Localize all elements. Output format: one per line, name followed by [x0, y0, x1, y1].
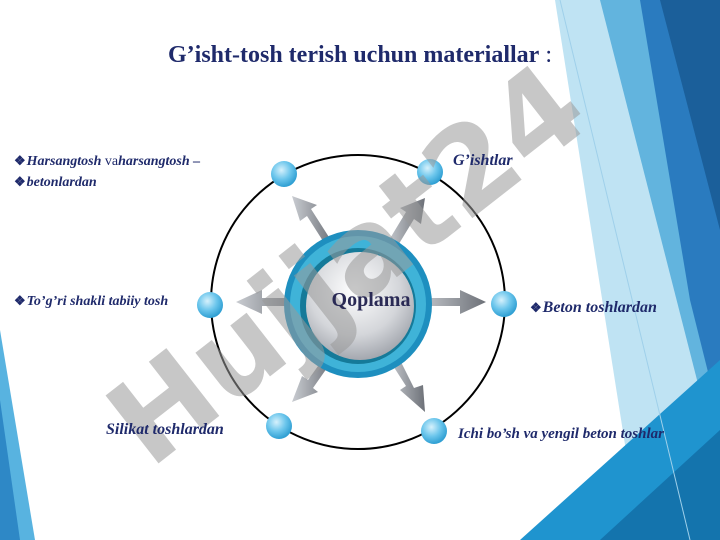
node-left — [197, 292, 223, 318]
slide-title: G’isht-tosh terish uchun materiallar : — [168, 42, 552, 68]
label-ichi-bosh: Ichi bo’sh va yengil beton toshlar — [458, 426, 664, 442]
bullet-icon: ❖ — [14, 153, 26, 168]
label-togri-shakli: ❖To’g’ri shakli tabiiy tosh — [14, 293, 169, 309]
arrow-lower-right — [388, 352, 425, 412]
arrow-right — [416, 290, 486, 314]
node-bottom-right — [421, 418, 447, 444]
node-top-right — [417, 159, 443, 185]
arrow-upper-right — [386, 198, 425, 252]
center-label: Qoplama — [331, 289, 411, 311]
node-bottom-left — [266, 413, 292, 439]
arrows — [236, 196, 486, 412]
bullet-icon: ❖ — [530, 300, 542, 315]
hub-disc — [306, 252, 414, 360]
label-gishtlar: G’ishtlar — [453, 152, 513, 169]
bullet-icon: ❖ — [14, 293, 26, 308]
node-right — [491, 291, 517, 317]
arrow-left — [236, 290, 300, 314]
label-beton: ❖Beton toshlardan — [530, 299, 657, 316]
label-harsangtosh: ❖Harsangtosh vaharsangtosh – ❖betonlarda… — [14, 153, 201, 190]
node-top-left — [271, 161, 297, 187]
bullet-icon: ❖ — [14, 174, 26, 189]
label-silikat: Silikat toshlardan — [106, 421, 224, 438]
arrow-upper-left — [292, 196, 334, 252]
